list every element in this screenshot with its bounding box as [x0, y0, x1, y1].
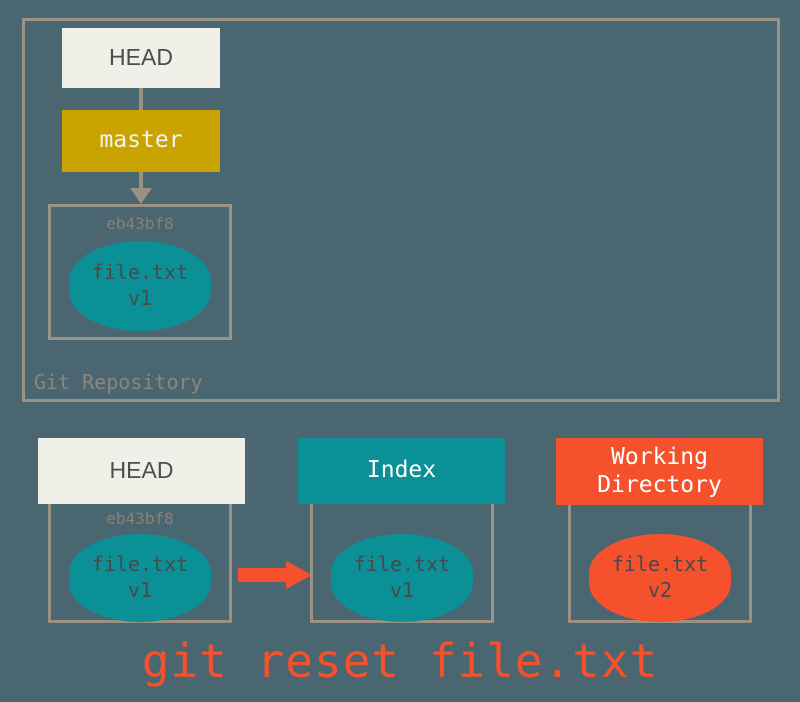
working-directory-area-blob-filename: file.txt: [611, 552, 709, 577]
head-area-blob-filename: file.txt: [91, 552, 189, 577]
command-caption: git reset file.txt: [141, 634, 659, 688]
git-repository-frame: [22, 18, 780, 402]
head-area-header[interactable]: HEAD: [38, 438, 245, 504]
head-to-index-arrow-head-icon: [286, 561, 312, 589]
index-area-label: Index: [366, 457, 437, 484]
repo-commit-blob-filename: file.txt: [91, 260, 189, 285]
repo-branch-master-label: master: [99, 127, 183, 154]
repo-commit-frame: [48, 204, 232, 340]
repo-commit-blob[interactable]: file.txt v1: [69, 241, 211, 331]
working-directory-area-header[interactable]: Working Directory: [556, 438, 763, 505]
index-area-blob-filename: file.txt: [353, 552, 451, 577]
head-area-blob-version: v1: [127, 578, 153, 602]
working-directory-area-label-line2: Directory: [597, 471, 722, 498]
master-to-commit-connector: [139, 172, 143, 190]
index-area-blob-version: v1: [389, 578, 415, 602]
repo-head-box[interactable]: HEAD: [62, 28, 220, 88]
git-repository-label: Git Repository: [34, 370, 203, 394]
master-to-commit-arrowhead-icon: [130, 188, 152, 204]
head-area-label: HEAD: [109, 457, 174, 484]
index-area-blob[interactable]: file.txt v1: [331, 534, 473, 622]
repo-branch-master-box[interactable]: master: [62, 110, 220, 172]
working-directory-area-blob[interactable]: file.txt v2: [589, 534, 731, 622]
repo-head-label: HEAD: [109, 44, 173, 71]
head-to-index-arrow-shaft: [238, 568, 288, 582]
head-to-master-connector: [139, 88, 143, 110]
head-area-blob[interactable]: file.txt v1: [69, 534, 211, 622]
working-directory-area-label-line1: Working: [611, 444, 708, 471]
index-area-header[interactable]: Index: [298, 438, 505, 504]
repo-commit-blob-version: v1: [127, 286, 153, 310]
working-directory-area-blob-version: v2: [647, 578, 673, 602]
head-area-sha-label: eb43bf8: [106, 509, 174, 528]
repo-commit-sha-label: eb43bf8: [106, 214, 174, 233]
